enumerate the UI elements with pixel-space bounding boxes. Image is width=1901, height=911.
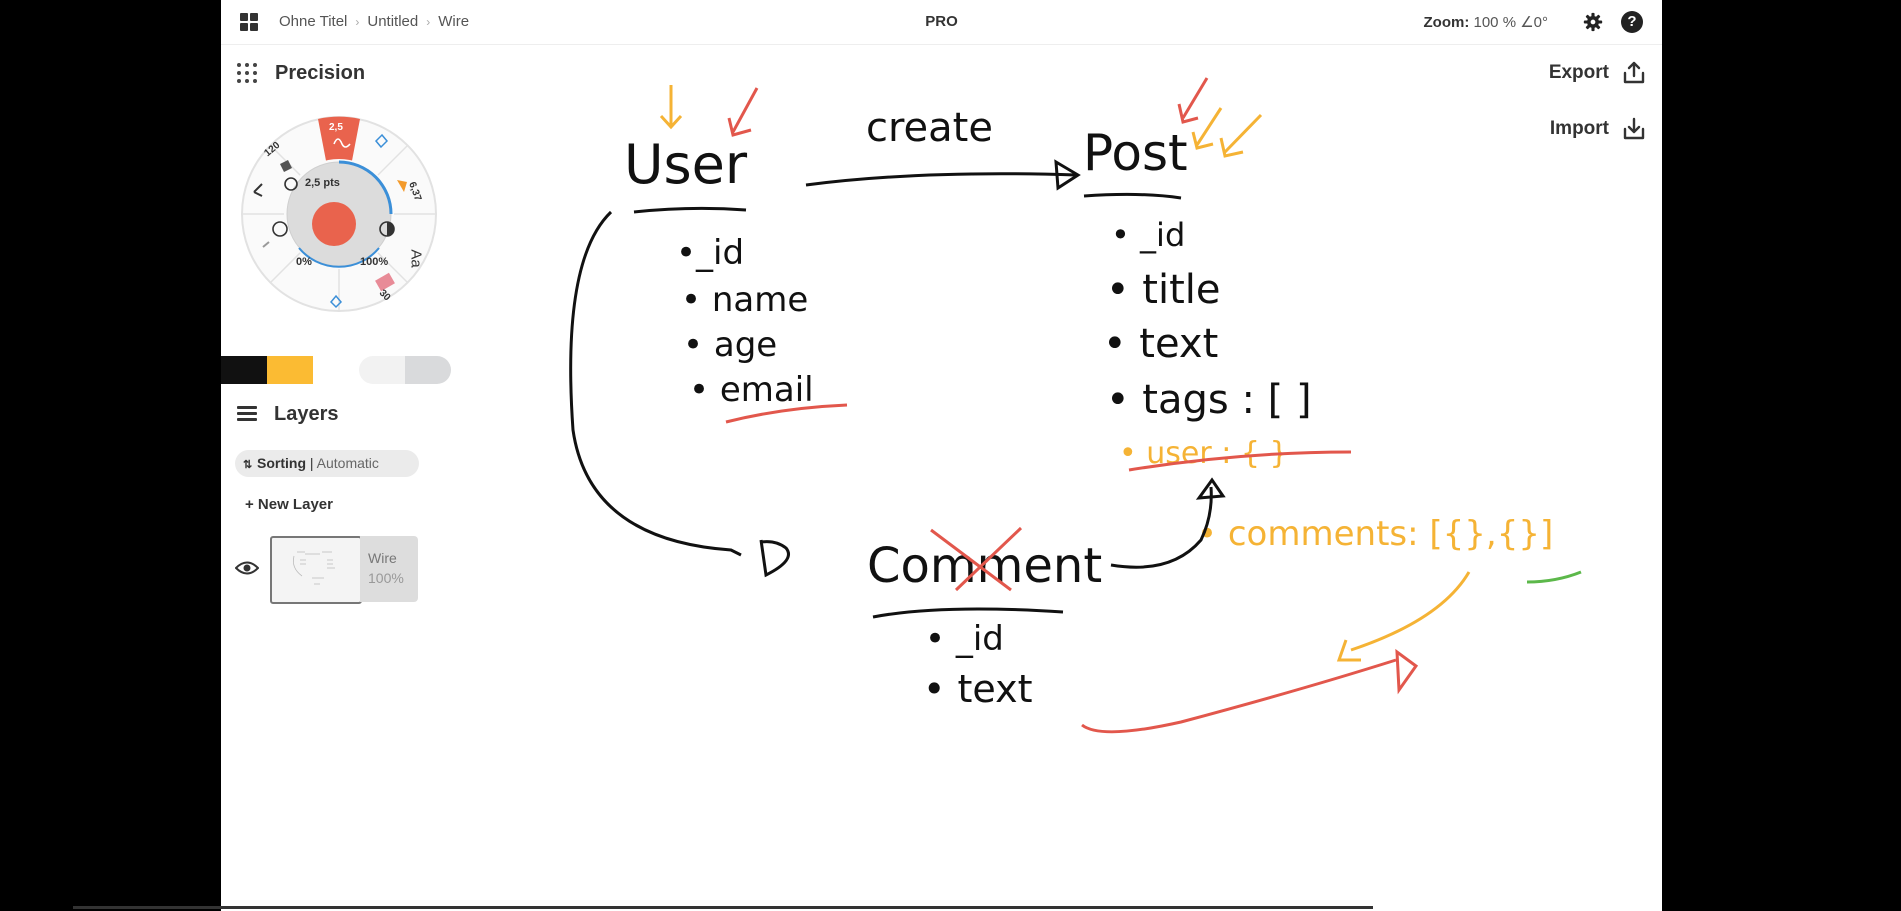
swatch-light-gray[interactable] — [359, 356, 405, 384]
post-comments-field: • comments: [{},{}] — [1197, 514, 1553, 554]
sorting-mode: Automatic — [316, 455, 379, 471]
text-tool-label[interactable]: Aa — [407, 249, 425, 268]
user-field: •_id — [676, 233, 744, 273]
dots-grid-icon — [237, 63, 259, 85]
comment-title: Comment — [867, 538, 1102, 594]
export-label: Export — [1548, 62, 1609, 83]
post-title: Post — [1083, 124, 1188, 182]
top-bar: Ohne Titel › Untitled › Wire PRO Zoom: 100 %… — [221, 0, 1662, 45]
gallery-grid-icon[interactable] — [240, 13, 258, 31]
post-field: • text — [1103, 321, 1218, 367]
pro-label[interactable]: PRO — [925, 13, 958, 30]
zoom-value: 100 % ∠0° — [1473, 14, 1549, 31]
new-layer-button[interactable]: + New Layer — [245, 496, 333, 513]
post-field: • tags : [ ] — [1106, 377, 1312, 423]
brush-size-label: 2,5 pts — [305, 177, 340, 189]
sorting-toggle[interactable]: ⇅Sorting | Automatic — [235, 450, 419, 477]
brush-size-segment — [318, 116, 360, 166]
top-size-label: 2,5 — [329, 122, 343, 133]
import-button[interactable]: Import — [1550, 116, 1647, 142]
opacity-max-label: 100% — [360, 256, 389, 268]
comment-field: • text — [923, 667, 1033, 711]
user-field: • email — [689, 370, 814, 410]
color-swatches — [221, 356, 451, 384]
layer-opacity: 100% — [368, 570, 404, 586]
breadcrumb-item[interactable]: Wire — [438, 13, 470, 30]
post-field: • title — [1106, 267, 1221, 313]
import-icon — [1623, 117, 1645, 140]
layer-info[interactable]: Wire 100% — [360, 536, 418, 602]
opacity-min-label: 0% — [296, 256, 312, 268]
layer-thumbnail-preview — [292, 551, 335, 585]
breadcrumb-item[interactable]: Ohne Titel — [279, 13, 348, 30]
comment-field: • _id — [925, 619, 1004, 659]
post-field: • _id — [1111, 216, 1185, 254]
breadcrumb-item[interactable]: Untitled — [367, 13, 419, 30]
export-icon — [1623, 61, 1645, 84]
sorting-label: Sorting — [257, 455, 306, 471]
layers-label: Layers — [274, 403, 339, 425]
layers-icon — [237, 406, 257, 422]
zoom-indicator[interactable]: Zoom: 100 % ∠0° — [1424, 13, 1549, 31]
layer-name: Wire — [368, 550, 397, 566]
breadcrumb: Ohne Titel › Untitled › Wire — [279, 13, 469, 30]
zoom-label: Zoom: — [1423, 14, 1470, 31]
create-label: create — [866, 105, 993, 151]
layer-thumbnail[interactable] — [270, 536, 362, 604]
eye-icon[interactable] — [235, 560, 259, 576]
import-label: Import — [1549, 118, 1609, 139]
user-field: • age — [683, 325, 777, 365]
active-color-dot[interactable] — [312, 202, 356, 246]
app-window: Ohne Titel › Untitled › Wire PRO Zoom: 100 %… — [221, 0, 1662, 911]
sort-icon: ⇅ — [243, 459, 253, 471]
gear-icon[interactable] — [1582, 11, 1604, 33]
swatch-yellow[interactable] — [267, 356, 313, 384]
post-user-struck: • user : { } — [1119, 436, 1289, 471]
help-icon[interactable]: ? — [1621, 11, 1643, 33]
export-button[interactable]: Export — [1549, 60, 1647, 86]
chevron-right-icon: › — [355, 15, 360, 29]
chevron-right-icon: › — [426, 15, 431, 29]
home-indicator — [73, 906, 1373, 909]
swatch-black[interactable] — [221, 356, 267, 384]
precision-label: Precision — [275, 62, 366, 84]
user-title: User — [624, 133, 748, 196]
swatch-gray[interactable] — [405, 356, 451, 384]
tool-wheel[interactable]: 2,5 120 6,37 30 Aa 2,5 pts 0% 100% — [239, 114, 439, 314]
user-field: • name — [681, 280, 808, 320]
